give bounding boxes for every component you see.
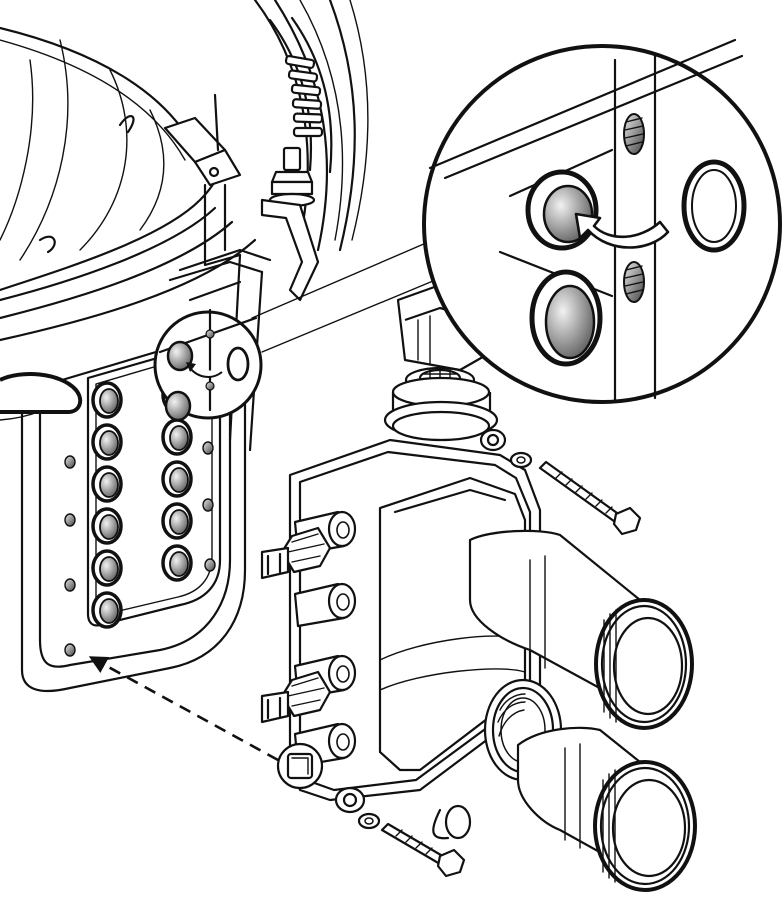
port <box>91 549 123 587</box>
lower-left-flange-ear <box>334 786 366 814</box>
port <box>161 460 193 498</box>
outlet-pipe-upper <box>468 529 694 730</box>
threaded-hole-lower <box>623 261 645 303</box>
detail-callout-small <box>153 308 263 422</box>
pump-body <box>260 283 697 892</box>
bolt-hole <box>64 643 76 657</box>
port <box>161 502 193 540</box>
port <box>161 544 193 582</box>
square-plug <box>276 742 324 790</box>
boss <box>293 722 357 768</box>
port <box>161 418 193 456</box>
callout-leader-upper <box>251 239 434 319</box>
port <box>91 465 123 503</box>
port <box>91 591 123 629</box>
bolt-hole <box>202 498 214 512</box>
dashed-arrow-icon <box>88 656 279 762</box>
detail-callout-large <box>422 38 782 404</box>
bolt-upper-right <box>509 451 642 536</box>
bolt-hole <box>64 513 76 527</box>
bolt-hole <box>204 558 216 572</box>
port <box>91 423 123 461</box>
pressure-switch-lower <box>260 670 332 724</box>
bolt-hole <box>64 455 76 469</box>
outlet-pipe-lower <box>516 726 697 892</box>
bolt-lower <box>357 812 466 878</box>
port <box>91 381 123 419</box>
callout-leader-lower <box>261 275 446 353</box>
tank-housing <box>0 0 369 342</box>
port <box>91 507 123 545</box>
threaded-hole-upper <box>623 113 645 155</box>
boss <box>293 582 357 628</box>
detail-port-right-oring <box>681 159 747 253</box>
curved-arrow-icon <box>574 212 670 249</box>
pressure-switch-upper <box>260 526 332 580</box>
bolt-hole <box>64 578 76 592</box>
bolt-hole <box>202 441 214 455</box>
detail-port-left <box>525 169 599 251</box>
curved-arrow-icon <box>189 367 223 378</box>
port-column-left <box>91 381 123 629</box>
detail-port-lower <box>529 269 603 367</box>
